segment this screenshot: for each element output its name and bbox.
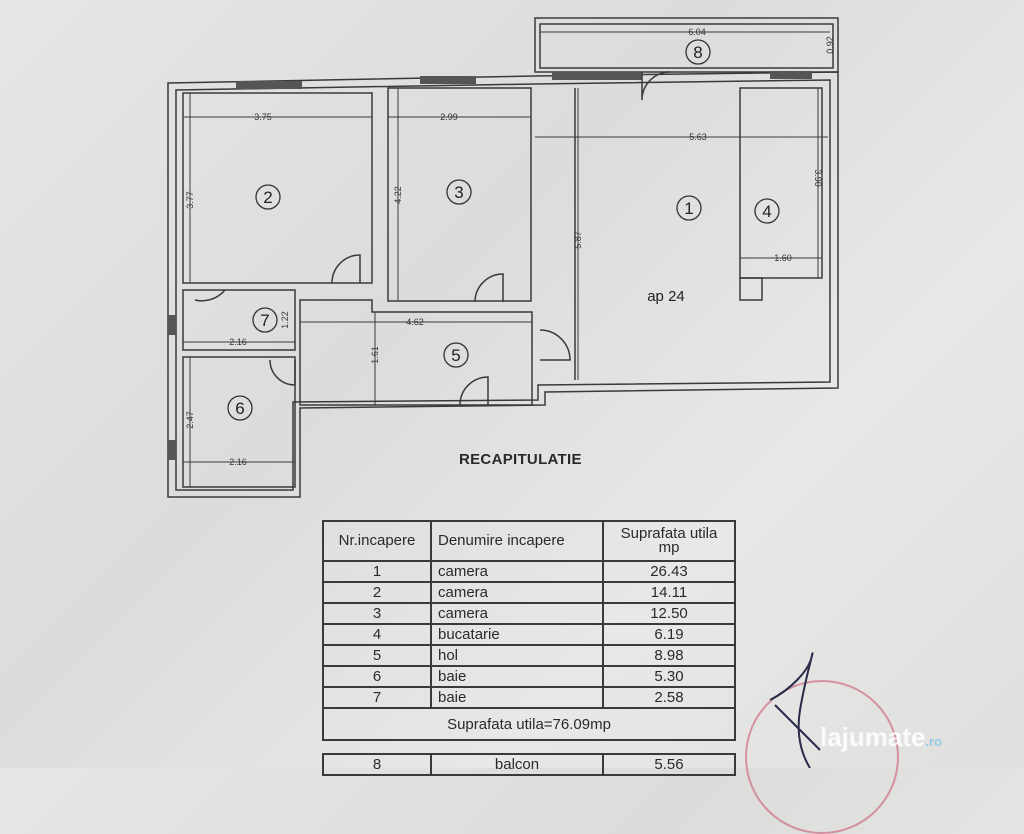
dim-room4-width: 1.60 <box>774 253 792 263</box>
cell-number: 2 <box>322 581 432 604</box>
cell-name: baie <box>430 665 604 688</box>
dim-room1-height: 5.87 <box>573 231 583 249</box>
header-room-name: Denumire incapere <box>430 520 604 562</box>
room-number-2: 2 <box>263 188 272 207</box>
cell-area: 6.19 <box>602 623 736 646</box>
cell-number: 7 <box>322 686 432 709</box>
dim-room7-height: 1.22 <box>280 311 290 329</box>
floor-plan: 1 2 3 4 5 6 7 8 ap 24 6.04 0.92 3.75 2.9… <box>167 17 839 498</box>
cell-area: 26.43 <box>602 560 736 583</box>
cell-name: camera <box>430 581 604 604</box>
room-number-1: 1 <box>684 199 693 218</box>
cell-name: camera <box>430 560 604 583</box>
header-area: Suprafata utila mp <box>602 520 736 562</box>
room-number-8: 8 <box>693 43 702 62</box>
dim-room2-width: 3.75 <box>254 112 272 122</box>
room-6 <box>182 356 296 488</box>
room-number-circles <box>227 39 780 421</box>
room-number-7: 7 <box>260 311 269 330</box>
kitchen-shaft <box>739 277 763 301</box>
cell-name: camera <box>430 602 604 625</box>
cell-name: hol <box>430 644 604 667</box>
dim-room5-height: 1.61 <box>370 346 380 364</box>
cell-name: balcon <box>430 753 604 776</box>
balcony-outline <box>534 17 839 73</box>
cell-area: 5.30 <box>602 665 736 688</box>
total-area: Suprafata utila=76.09mp <box>322 707 736 741</box>
cell-name: bucatarie <box>430 623 604 646</box>
cell-number: 8 <box>322 753 432 776</box>
dim-room3-height: 4.22 <box>393 186 403 204</box>
watermark-brand: lajumate <box>820 722 926 752</box>
dim-balcony-length: 6.04 <box>688 27 706 37</box>
watermark-tld: .ro <box>925 734 943 749</box>
room-7 <box>182 289 296 351</box>
cell-number: 6 <box>322 665 432 688</box>
table-header: Nr.incapere Denumire incapere Suprafata … <box>322 520 736 562</box>
room-number-5: 5 <box>451 346 460 365</box>
cell-area: 5.56 <box>602 753 736 776</box>
dim-room4-height: 3.90 <box>813 169 823 187</box>
spacer <box>323 739 735 755</box>
dimension-lines <box>183 31 830 487</box>
dim-room5-width: 4.62 <box>406 317 424 327</box>
room-2 <box>182 92 373 284</box>
cell-number: 1 <box>322 560 432 583</box>
dim-room6-width: 2.16 <box>229 457 247 467</box>
cell-name: baie <box>430 686 604 709</box>
room-5 <box>299 299 533 406</box>
apartment-label: ap 24 <box>647 288 685 305</box>
dim-room7-width: 2.16 <box>229 337 247 347</box>
dim-room1-width: 5.63 <box>689 132 707 142</box>
cell-area: 14.11 <box>602 581 736 604</box>
room-number-3: 3 <box>454 183 463 202</box>
windows <box>168 71 812 460</box>
cell-number: 5 <box>322 644 432 667</box>
balcony-inner <box>539 23 834 69</box>
header-room-number: Nr.incapere <box>322 520 432 562</box>
room-number-4: 4 <box>762 202 771 221</box>
spacer-row <box>323 739 735 755</box>
room-number-6: 6 <box>235 399 244 418</box>
dim-room3-width: 2.99 <box>440 112 458 122</box>
watermark-logo: lajumate.ro <box>820 722 942 753</box>
recap-title: RECAPITULATIE <box>459 451 582 468</box>
recap-table: Nr.incapere Denumire incapere Suprafata … <box>322 520 736 776</box>
cell-area: 12.50 <box>602 602 736 625</box>
total-row: Suprafata utila=76.09mp <box>322 707 736 741</box>
cell-number: 3 <box>322 602 432 625</box>
outer-wall-inner <box>175 79 831 491</box>
room-4 <box>739 87 823 279</box>
cell-number: 4 <box>322 623 432 646</box>
cell-area: 2.58 <box>602 686 736 709</box>
outer-wall <box>167 71 839 498</box>
signature <box>769 652 821 768</box>
room-3 <box>387 87 532 302</box>
dim-room2-height: 3.77 <box>185 191 195 209</box>
dim-room6-height: 2.47 <box>185 411 195 429</box>
door-swings <box>194 71 671 406</box>
dim-balcony-depth: 0.92 <box>825 36 835 54</box>
cell-area: 8.98 <box>602 644 736 667</box>
